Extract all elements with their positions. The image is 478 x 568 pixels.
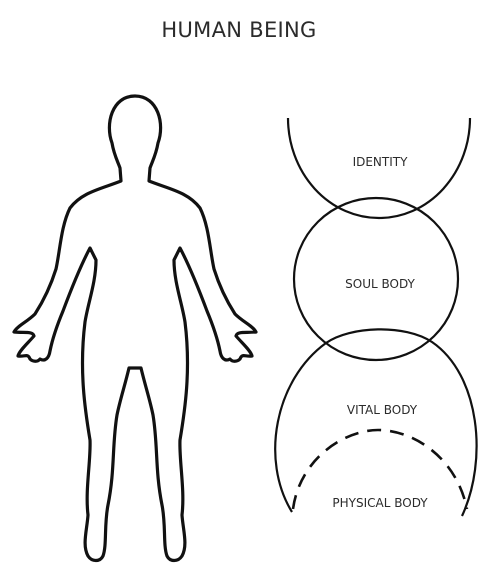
human-silhouette	[14, 96, 256, 561]
physical-body-label: PHYSICAL BODY	[332, 496, 428, 510]
vital-body-label: VITAL BODY	[347, 403, 418, 417]
soul-body-label: SOUL BODY	[345, 277, 415, 291]
vital-body-arc	[275, 329, 476, 516]
identity-label: IDENTITY	[353, 155, 409, 169]
